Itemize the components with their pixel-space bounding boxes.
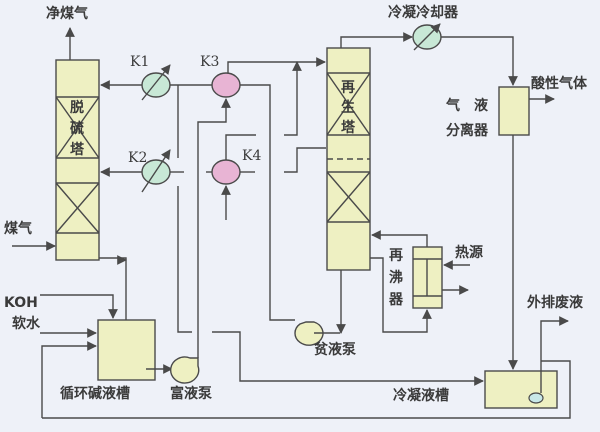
condenser-adjust-arrow-icon [413, 23, 441, 51]
circulating-tank-label: 循环碱液槽 [60, 385, 130, 402]
separator-label-2: 分离器 [446, 122, 489, 139]
k3-to-regen-line [227, 57, 326, 73]
reboiler-label-3: 器 [388, 292, 404, 308]
regeneration-tower-label-1: 再 [341, 80, 355, 96]
koh-inlet-line [40, 294, 118, 319]
exchanger-k1[interactable] [141, 64, 171, 101]
reboiler[interactable] [412, 246, 443, 309]
k4-label: K4 [242, 148, 261, 164]
condensate-tank-label: 冷凝液槽 [393, 387, 449, 404]
reboiler-label-1: 再 [389, 248, 403, 264]
rich-pump-label: 富液泵 [170, 385, 212, 402]
k2-label: K2 [128, 150, 147, 166]
regeneration-tower[interactable]: 再 生 塔 [326, 47, 371, 271]
regen-to-condenser-line [340, 32, 413, 48]
koh-label: KOH [4, 295, 38, 311]
heat-source-label: 热源 [455, 244, 483, 261]
waste-discharge-line [540, 316, 569, 393]
circulating-alkali-tank[interactable] [97, 319, 156, 381]
k1-label: K1 [130, 54, 149, 70]
clean-gas-label: 净煤气 [46, 5, 88, 22]
regeneration-tower-label-3: 塔 [341, 119, 356, 136]
rich-pump[interactable] [169, 356, 200, 384]
k3-label: K3 [200, 54, 219, 70]
separator-label-1: 气 液 [445, 97, 489, 114]
acid-gas-label: 酸性气体 [531, 75, 588, 92]
condenser-cooler-label: 冷凝冷却器 [388, 4, 459, 21]
regeneration-tower-label-2: 生 [341, 99, 355, 116]
lean-pump-label: 贫液泵 [314, 341, 356, 358]
valve-k4[interactable] [211, 159, 241, 185]
soft-water-label: 软水 [12, 315, 41, 332]
k2-adjust-arrow-icon [141, 149, 171, 193]
k1-adjust-arrow-icon [141, 64, 171, 101]
desulfurization-tower-label-1: 脱 [70, 99, 84, 116]
coal-gas-label: 煤气 [4, 220, 32, 237]
gas-liquid-separator[interactable] [498, 86, 530, 136]
waste-discharge-label: 外排废液 [527, 294, 584, 311]
desulfurization-tower-label-3: 塔 [70, 141, 85, 158]
desulfurization-tower[interactable]: 脱 硫 塔 [55, 59, 100, 261]
condensate-tank[interactable] [484, 370, 558, 409]
lean-pump[interactable] [294, 321, 324, 346]
condenser-cooler[interactable] [412, 23, 442, 51]
valve-k3[interactable] [211, 72, 241, 98]
desulfurization-tower-label-2: 硫 [70, 120, 84, 137]
reboiler-label-2: 沸 [389, 269, 403, 286]
return-loop-line [42, 360, 571, 419]
reboiler-to-regen-line [371, 230, 428, 247]
